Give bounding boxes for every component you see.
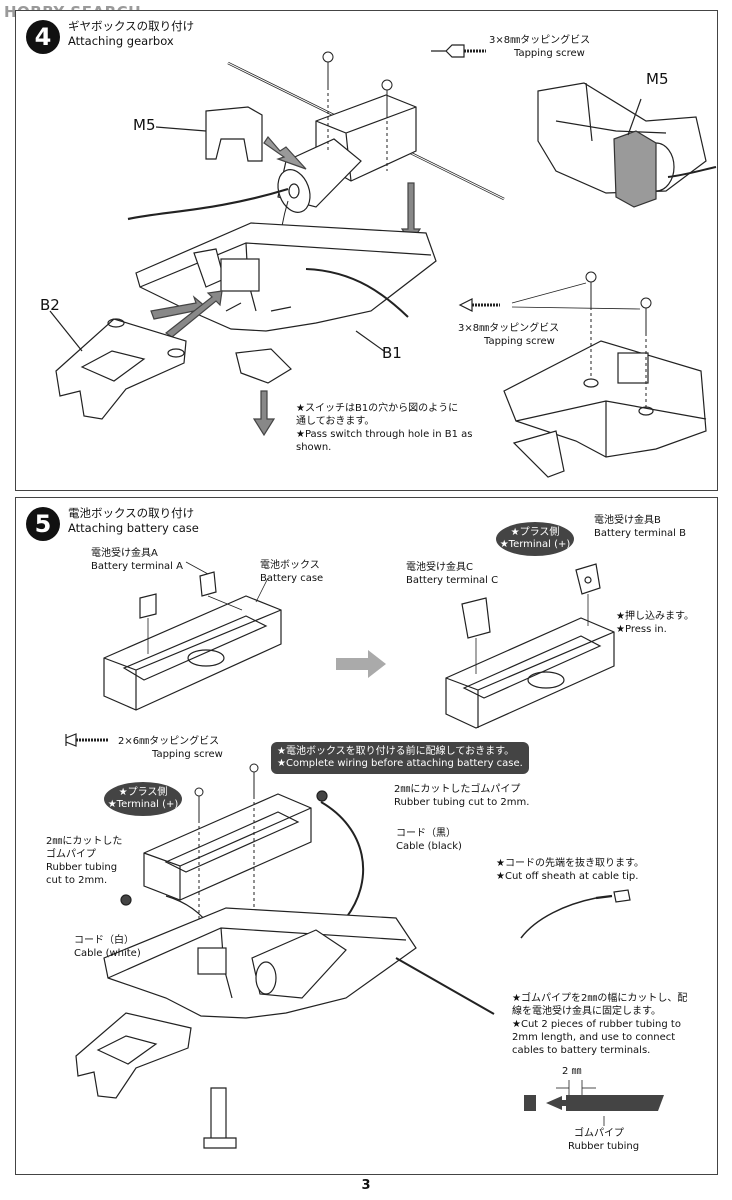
step-5-number: 5 [26,507,60,541]
b1-label: B1 [382,344,402,362]
screw-right-label-jp: 3×8㎜タッピングビス [458,323,560,334]
tubing-note-jp-2: 線を電池受け金具に固定します。 [512,1006,661,1017]
terminal-a-label-en: Battery terminal A [91,561,183,572]
step-5-panel: 5 電池ボックスの取り付け Attaching battery case 電池受… [15,497,718,1175]
terminal-c-label-en: Battery terminal C [406,575,499,586]
plus-badge-bottom: ★プラス側 ★Terminal (+) [104,782,182,816]
sheath-note-jp: ★コードの先端を抜き取ります。 [496,858,644,869]
battery-case-label-en: Battery case [260,573,324,584]
screw-right-label-en: Tapping screw [484,336,555,347]
step-5-title-en: Attaching battery case [68,521,199,535]
battery-case-label-jp: 電池ボックス [260,560,320,571]
tube-right-label-jp: 2㎜にカットしたゴムパイプ [394,784,521,795]
page-number: 3 [361,1178,371,1193]
step-4-title: ギヤボックスの取り付け Attaching gearbox [68,19,194,49]
switch-note-en-1: ★Pass switch through hole in B1 as [296,429,473,440]
wiring-notice-jp: ★電池ボックスを取り付ける前に配線しておきます。 [277,746,515,757]
switch-note-jp-2: 通しておきます。 [296,416,375,427]
terminal-b-label-jp: 電池受け金具B [594,515,661,526]
tubing-note-en-3: cables to battery terminals. [512,1045,651,1056]
plus-badge-top: ★プラス側 ★Terminal (+) [496,522,574,556]
terminal-c-label-jp: 電池受け金具C [406,562,473,573]
screw-label-en: Tapping screw [152,749,223,760]
rubber-tubing-label-jp: ゴムパイプ [574,1128,624,1139]
tube-left-label-1: 2㎜にカットした [46,836,123,847]
terminal-b-label-en: Battery terminal B [594,528,687,539]
tubing-note-en-1: ★Cut 2 pieces of rubber tubing to [512,1019,681,1030]
cable-black-label-jp: コード（黒） [396,828,456,839]
tube-right-label-en: Rubber tubing cut to 2mm. [394,797,530,808]
tube-left-label-4: cut to 2mm. [46,875,108,886]
switch-note-jp-1: ★スイッチはB1の穴から図のように [296,403,459,414]
sheath-note-en: ★Cut off sheath at cable tip. [496,871,639,882]
plus-badge-top-jp: ★プラス側 [510,527,560,538]
step-4-illustration [49,44,717,478]
tubing-note-en-2: 2mm length, and use to connect [512,1032,676,1043]
cable-black-label-en: Cable (black) [396,841,462,852]
step-4-title-jp: ギヤボックスの取り付け [68,19,195,33]
dimension-label: 2 ㎜ [562,1066,582,1077]
cable-white-label-jp: コード（白） [74,935,134,946]
m5-right-label: M5 [646,70,669,88]
step-5-title: 電池ボックスの取り付け Attaching battery case [68,506,199,536]
screw-label-jp: 2×6㎜タッピングビス [118,736,220,747]
press-in-note-jp: ★押し込みます。 [616,611,694,622]
tubing-note-jp-1: ★ゴムパイプを2㎜の幅にカットし、配 [512,993,688,1004]
b2-label: B2 [40,296,60,314]
screw-top-label-en: Tapping screw [514,48,585,59]
tube-left-label-2: ゴムパイプ [46,849,96,860]
switch-note-en-2: shown. [296,442,332,453]
cable-white-label-en: Cable (white) [74,948,141,959]
tube-left-label-3: Rubber tubing [46,862,118,873]
plus-badge-top-en: ★Terminal (+) [499,539,571,550]
plus-badge-bottom-en: ★Terminal (+) [107,799,179,810]
step-4-title-en: Attaching gearbox [68,34,174,48]
screw-top-label-jp: 3×8㎜タッピングビス [489,35,591,46]
press-in-note-en: ★Press in. [616,624,667,635]
wiring-notice-en: ★Complete wiring before attaching batter… [277,758,523,769]
wiring-notice-badge: ★電池ボックスを取り付ける前に配線しておきます。 ★Complete wirin… [271,742,529,774]
rubber-tubing-label-en: Rubber tubing [568,1141,640,1152]
plus-badge-bottom-jp: ★プラス側 [118,787,168,798]
m5-left-label: M5 [133,116,156,134]
step-5-title-jp: 電池ボックスの取り付け [68,506,195,520]
step-4-number: 4 [26,20,60,54]
step-4-panel: 4 ギヤボックスの取り付け Attaching gearbox 3×8㎜タッピン… [15,10,718,491]
step-5-illustration [65,561,664,1149]
terminal-a-label-jp: 電池受け金具A [91,548,158,559]
